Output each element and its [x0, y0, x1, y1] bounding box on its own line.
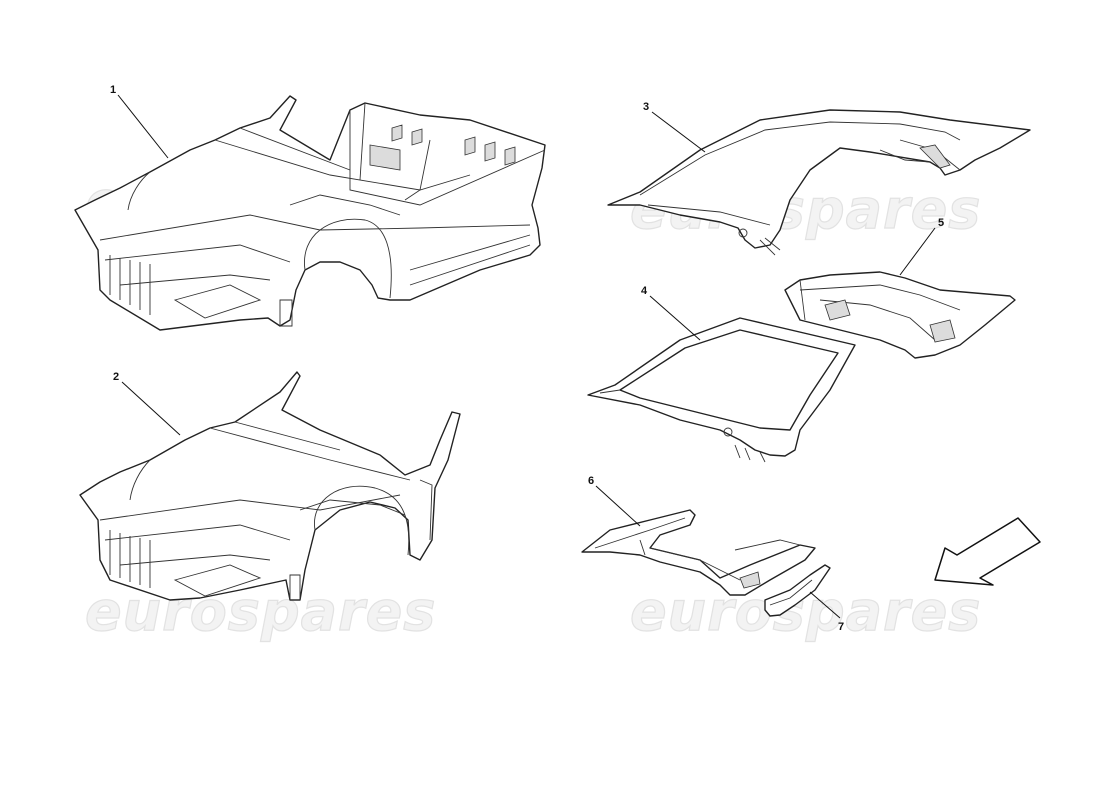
callout-1[interactable]: 1 [110, 84, 116, 96]
watermark-text: eurospares [630, 580, 981, 643]
watermark-text: eurospares [85, 580, 436, 643]
part-5-rear-roof[interactable] [784, 271, 1016, 359]
part-7-sill-trim[interactable] [764, 564, 831, 617]
part-1-body-shell[interactable] [74, 95, 546, 331]
callout-5[interactable]: 5 [938, 217, 944, 229]
callout-7[interactable]: 7 [838, 621, 844, 633]
direction-arrow-icon [934, 517, 1041, 586]
part-2-front-shell[interactable] [79, 371, 461, 601]
callout-3[interactable]: 3 [643, 101, 649, 113]
callout-labels: 1 2 3 5 4 6 7 [110, 84, 944, 633]
callout-2[interactable]: 2 [113, 371, 119, 383]
part-4-windshield-frame[interactable] [587, 317, 856, 463]
part-6-sill-frame[interactable] [581, 509, 816, 596]
leader-lines [117, 94, 936, 619]
callout-6[interactable]: 6 [588, 475, 594, 487]
callout-4[interactable]: 4 [641, 285, 648, 297]
part-3-roof-frame[interactable] [607, 109, 1031, 256]
